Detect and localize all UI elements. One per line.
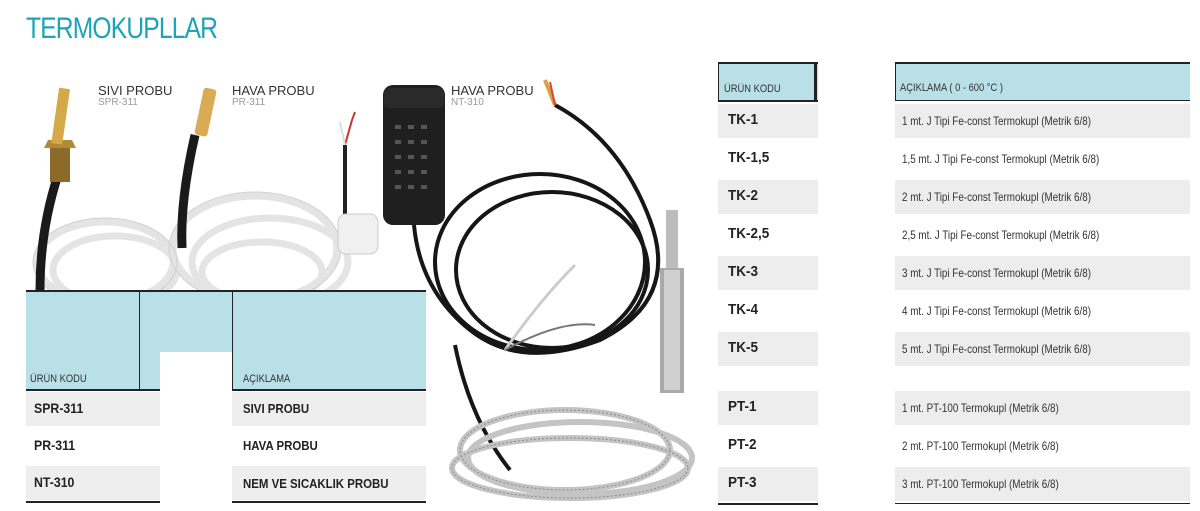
table-row-code: PT-2 (728, 436, 757, 453)
divider (895, 62, 896, 100)
right-table-header-description: AÇIKLAMA ( 0 - 600 °C ) (900, 82, 1003, 94)
probe-label-pr311: HAVA PROBU PR-311 (232, 84, 315, 108)
probe-name: HAVA PROBU (451, 83, 534, 98)
probe-name: SIVI PROBU (98, 83, 173, 98)
right-table-row-shade (895, 256, 1190, 290)
table-row-description: NEM VE SICAKLIK PROBU (243, 476, 389, 491)
right-table-row-shade (895, 467, 1190, 501)
divider (814, 62, 817, 100)
table-row-code: NT-310 (34, 474, 75, 490)
table-row-code: TK-1,5 (728, 149, 770, 166)
divider (232, 291, 233, 389)
table-row-code: TK-2 (728, 187, 759, 204)
divider (232, 501, 426, 503)
right-table-row-shade (718, 467, 818, 501)
divider (26, 501, 160, 503)
table-row-code: SPR-311 (34, 400, 84, 416)
divider (895, 100, 1190, 101)
table-row-description: 5 mt. J Tipi Fe-const Termokupl (Metrik … (902, 342, 1092, 356)
left-table-row-shade (232, 466, 426, 500)
right-table-row-shade (718, 180, 818, 214)
table-row-code: TK-5 (728, 339, 759, 356)
right-table-row-shade (895, 391, 1190, 425)
right-table-row-shade (718, 104, 818, 138)
table-row-description: HAVA PROBU (243, 438, 318, 453)
probe-code: PR-311 (232, 96, 266, 108)
table-row-code: PT-3 (728, 474, 757, 491)
left-table-header-notch (160, 352, 232, 389)
right-table-row-shade (895, 332, 1190, 366)
probe-code: SPR-311 (98, 96, 138, 108)
right-table-row-shade (718, 332, 818, 366)
divider (718, 100, 818, 102)
divider (26, 389, 160, 391)
divider (718, 62, 818, 64)
table-row-description: 2 mt. J Tipi Fe-const Termokupl (Metrik … (902, 190, 1092, 204)
table-row-code: PT-1 (728, 398, 757, 415)
divider (718, 62, 719, 100)
table-row-description: 3 mt. J Tipi Fe-const Termokupl (Metrik … (902, 266, 1092, 280)
left-table-header-description: AÇIKLAMA (243, 373, 291, 385)
table-row-description: 4 mt. J Tipi Fe-const Termokupl (Metrik … (902, 304, 1092, 318)
right-table-row-shade (718, 256, 818, 290)
table-row-description: 2 mt. PT-100 Termokupl (Metrik 6/8) (902, 439, 1059, 453)
divider (139, 291, 140, 389)
table-row-code: TK-1 (728, 111, 759, 128)
table-row-code: TK-3 (728, 263, 759, 280)
left-table-header-code: ÜRÜN KODU (30, 373, 87, 385)
table-row-code: TK-4 (728, 301, 759, 318)
table-row-description: 1 mt. PT-100 Termokupl (Metrik 6/8) (902, 401, 1059, 415)
probe-label-spr311: SIVI PROBU SPR-311 (98, 84, 172, 108)
left-table-row-shade (232, 392, 426, 426)
table-row-code: PR-311 (34, 437, 76, 453)
probe-illustration (32, 79, 695, 501)
probe-name: HAVA PROBU (232, 83, 315, 98)
right-table-row-shade (895, 104, 1190, 138)
right-table-header-band (718, 62, 818, 100)
divider (26, 290, 426, 292)
right-table-header-code: ÜRÜN KODU (724, 83, 781, 95)
table-row-code: TK-2,5 (728, 225, 770, 242)
table-row-description: 1 mt. J Tipi Fe-const Termokupl (Metrik … (902, 114, 1092, 128)
divider (895, 62, 1190, 64)
page-title: TERMOKUPLLAR (26, 12, 218, 45)
divider (232, 389, 426, 391)
left-table-row-shade (26, 466, 160, 500)
table-row-description: SIVI PROBU (243, 401, 310, 416)
divider (718, 503, 818, 505)
table-row-description: 1,5 mt. J Tipi Fe-const Termokupl (Metri… (902, 152, 1100, 166)
table-row-description: 3 mt. PT-100 Termokupl (Metrik 6/8) (902, 477, 1059, 491)
table-row-description: 2,5 mt. J Tipi Fe-const Termokupl (Metri… (902, 228, 1100, 242)
divider (895, 503, 1190, 504)
probe-label-nt310: HAVA PROBU NT-310 (451, 84, 534, 108)
right-table-row-shade (718, 391, 818, 425)
left-table-row-shade (26, 392, 160, 426)
right-table-header-band (895, 62, 1190, 100)
probe-code: NT-310 (451, 96, 484, 108)
right-table-row-shade (895, 180, 1190, 214)
